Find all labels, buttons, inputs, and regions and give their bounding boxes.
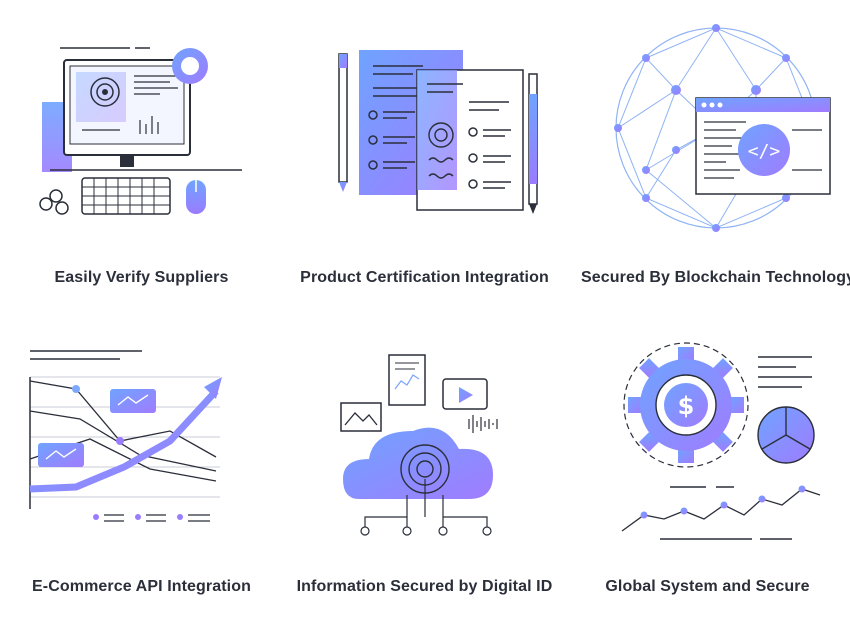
feature-title: Secured By Blockchain Technology [581, 269, 850, 286]
feature-card-verify-suppliers: Easily Verify Suppliers [0, 0, 283, 309]
computer-verify-icon [39, 42, 242, 215]
gear-dollar-icon: $ [621, 342, 821, 540]
feature-card-global-system: $ Global System and Secure [566, 309, 849, 618]
feature-title: Easily Verify Suppliers [54, 269, 229, 286]
feature-title: E-Commerce API Integration [32, 578, 251, 595]
feature-card-product-certification: Product Certification Integration [283, 0, 566, 309]
svg-text:</>: </> [748, 141, 781, 162]
cloud-fingerprint-icon [340, 354, 498, 536]
feature-title: Information Secured by Digital ID [296, 578, 553, 595]
svg-text:$: $ [678, 392, 695, 420]
growth-chart-icon [29, 350, 222, 522]
feature-card-blockchain: </> Secured By Blockchain Technology [566, 0, 850, 309]
feature-card-ecommerce-api: E-Commerce API Integration [0, 309, 283, 618]
certificate-documents-icon [338, 50, 538, 214]
feature-title: Global System and Secure [605, 578, 810, 595]
feature-title: Product Certification Integration [300, 269, 549, 286]
blockchain-globe-icon: </> [614, 24, 831, 232]
feature-card-digital-id: Information Secured by Digital ID [283, 309, 566, 618]
